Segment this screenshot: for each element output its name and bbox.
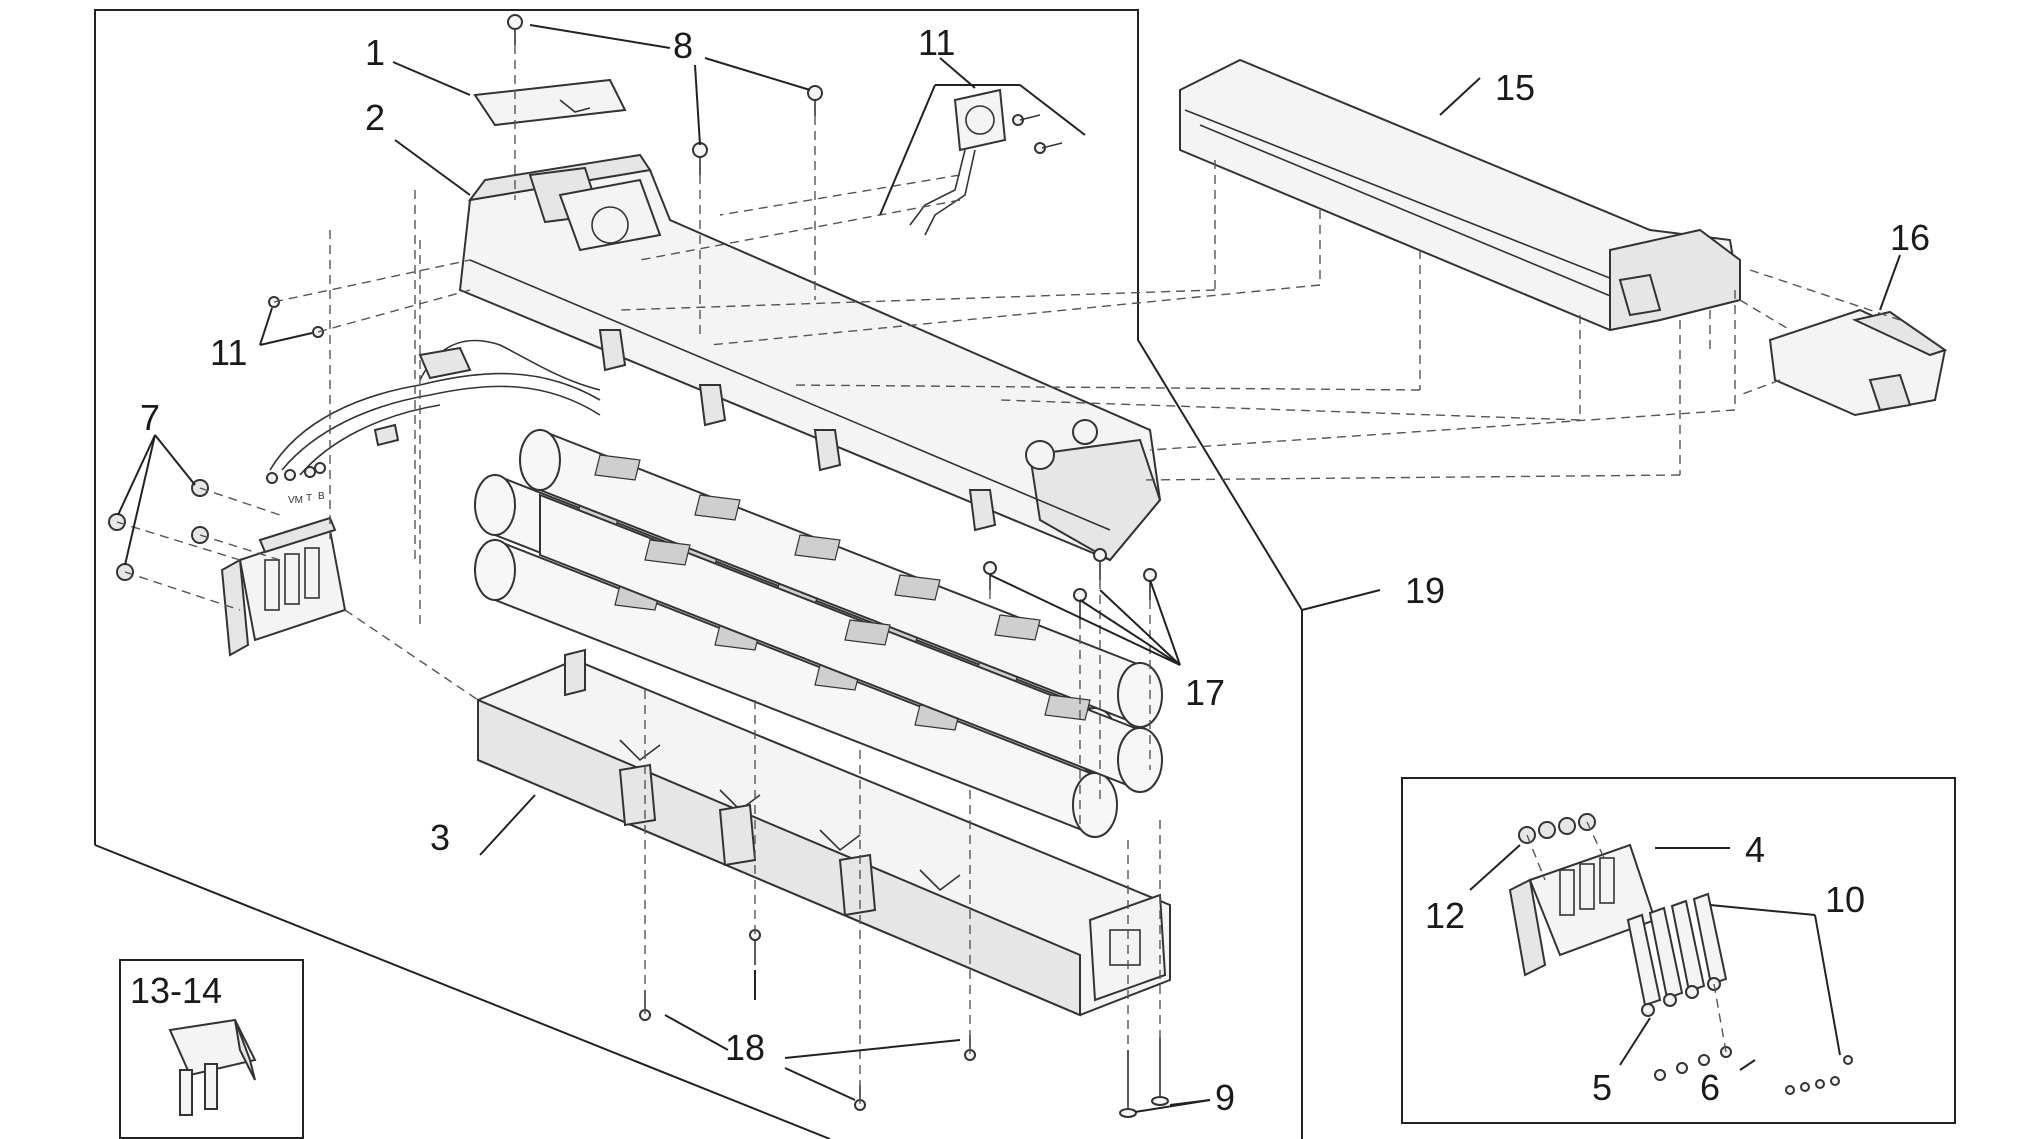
callout-1: 1 [365, 32, 385, 73]
callout-10: 10 [1825, 879, 1865, 920]
callout-11-left: 11 [210, 332, 247, 373]
callout-2: 2 [365, 97, 385, 138]
terminal-plates [1626, 892, 1728, 1007]
outer-cover [1179, 58, 1742, 332]
fuse-holder-inset [1401, 777, 1956, 1124]
fuse-holder-block [220, 516, 347, 657]
callout-5: 5 [1592, 1067, 1612, 1108]
battery-row-bottom [474, 538, 1118, 838]
leader-lines [117, 24, 1901, 1113]
lower-tray [477, 648, 1171, 1017]
cover-guides [619, 160, 1901, 481]
fuse-holder-detail [1508, 813, 1657, 977]
fuse-inset [119, 959, 304, 1139]
top-cover [473, 78, 627, 127]
assembly-guides [116, 45, 1161, 1105]
screws-8 [507, 14, 823, 175]
upper-housing [458, 153, 1162, 562]
callout-12: 12 [1425, 895, 1465, 936]
callout-8: 8 [673, 25, 693, 66]
screws-9 [1119, 1038, 1169, 1118]
callout-17: 17 [1185, 672, 1225, 713]
screws-7 [108, 479, 209, 581]
screws-17 [983, 548, 1157, 620]
screws-6 [1654, 1046, 1853, 1095]
pin-label-vm: VM [288, 495, 303, 506]
callout-4: 4 [1745, 829, 1765, 870]
connector-11 [909, 88, 1063, 236]
battery-row-lower [539, 493, 1163, 793]
callout-7: 7 [140, 397, 160, 438]
wiring-harness: VM T B [266, 339, 601, 506]
pin-label-t: T [306, 493, 312, 504]
callout-19: 19 [1405, 570, 1445, 611]
assembly-frame [94, 9, 1303, 1139]
callout-labels: 1 2 3 4 5 6 7 8 9 10 11 11 12 13-14 15 1… [130, 22, 1930, 1118]
callout-6: 6 [1700, 1067, 1720, 1108]
callout-11-top: 11 [918, 22, 955, 63]
callout-16: 16 [1890, 217, 1930, 258]
nuts-11 [268, 296, 324, 338]
callout-18: 18 [725, 1027, 765, 1068]
end-cap [1768, 308, 1948, 417]
callout-9: 9 [1215, 1077, 1235, 1118]
battery-pack [474, 428, 1163, 838]
callout-3: 3 [430, 817, 450, 858]
battery-row-upper [519, 428, 1163, 728]
callout-15: 15 [1495, 67, 1535, 108]
callout-13-14: 13-14 [130, 970, 222, 1011]
pin-label-b: B [318, 491, 325, 502]
